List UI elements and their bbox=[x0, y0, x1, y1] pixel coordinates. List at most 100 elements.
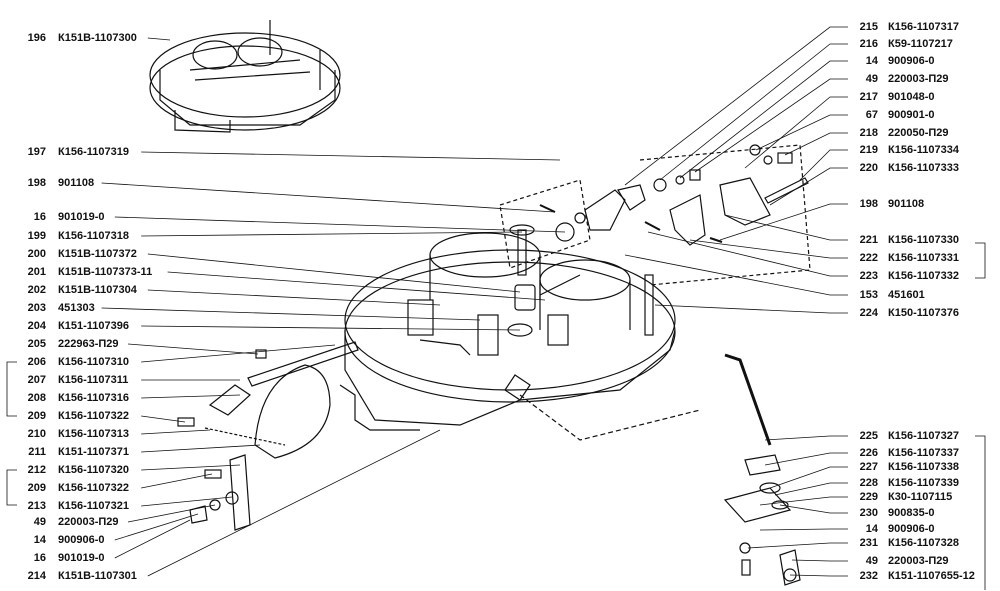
callout-part-code: 901108 bbox=[888, 198, 925, 210]
leader-line bbox=[127, 504, 216, 523]
callout-part-code: К156-1107339 bbox=[888, 477, 959, 489]
leader-line bbox=[114, 513, 199, 541]
leader-line bbox=[167, 271, 546, 301]
leader-line bbox=[694, 78, 848, 173]
callout-part-code: К156-1107337 bbox=[888, 447, 959, 459]
callout-number: 227 bbox=[859, 461, 878, 473]
callout-number: 14 bbox=[865, 523, 878, 535]
callout-part-code: 451601 bbox=[888, 289, 925, 301]
callout-part-code: 900906-0 bbox=[888, 523, 935, 535]
leader-line bbox=[774, 482, 848, 496]
leader-line bbox=[141, 429, 211, 435]
callout-number: 214 bbox=[27, 570, 46, 582]
callout-part-code: К156-1107334 bbox=[888, 144, 959, 156]
leader-line bbox=[769, 466, 848, 489]
callout-number: 198 bbox=[27, 177, 46, 189]
callout-number: 196 bbox=[27, 32, 46, 44]
leader-line bbox=[624, 254, 848, 296]
callout-part-code: К156-1107311 bbox=[58, 374, 129, 386]
leader-line bbox=[679, 60, 848, 179]
callout-number: 219 bbox=[859, 144, 878, 156]
callout-part-code: 220003-П29 bbox=[888, 73, 949, 85]
callout-part-code: К156-1107319 bbox=[58, 146, 129, 158]
leader-line bbox=[659, 43, 848, 181]
leader-line bbox=[791, 559, 848, 562]
callout-number: 153 bbox=[859, 289, 878, 301]
callout-part-code: 901048-0 bbox=[888, 91, 935, 103]
callout-number: 231 bbox=[859, 537, 878, 549]
leader-line bbox=[101, 182, 556, 213]
leader-line bbox=[789, 574, 848, 577]
leader-line bbox=[747, 542, 848, 549]
callout-number: 197 bbox=[27, 146, 46, 158]
callout-number: 220 bbox=[859, 162, 878, 174]
leader-line bbox=[101, 307, 481, 321]
callout-part-code: 220050-П29 bbox=[888, 127, 949, 139]
callout-number: 212 bbox=[27, 464, 46, 476]
callout-part-code: 900835-0 bbox=[888, 507, 935, 519]
callout-part-code: 901108 bbox=[58, 177, 95, 189]
callout-number: 229 bbox=[859, 491, 878, 503]
callout-part-code: К59-1107217 bbox=[888, 38, 953, 50]
leader-line bbox=[759, 496, 848, 506]
callout-number: 14 bbox=[865, 55, 878, 67]
callout-part-code: К156-1107322 bbox=[58, 482, 129, 494]
linkage-parts bbox=[499, 144, 811, 286]
leader-line bbox=[744, 96, 848, 169]
leader-line bbox=[114, 519, 191, 559]
callout-part-code: К156-1107313 bbox=[58, 428, 129, 440]
leader-line bbox=[779, 504, 848, 514]
callout-number: 204 bbox=[27, 320, 46, 332]
callout-number: 206 bbox=[27, 356, 46, 368]
carburetor-assembly-thumbnail bbox=[149, 20, 341, 133]
callout-part-code: К156-1107330 bbox=[888, 234, 959, 246]
throttle-assembly bbox=[177, 341, 359, 531]
leader-line bbox=[141, 415, 186, 423]
leader-line bbox=[147, 289, 441, 306]
callout-part-code: К151-1107655-12 bbox=[888, 570, 975, 582]
callout-number: 216 bbox=[859, 38, 878, 50]
callout-part-code: К151В-1107372 bbox=[58, 248, 137, 260]
callout-number: 217 bbox=[859, 91, 878, 103]
leader-line bbox=[764, 435, 848, 441]
leader-line bbox=[769, 167, 848, 206]
leader-line bbox=[755, 114, 848, 151]
callout-number: 198 bbox=[859, 198, 878, 210]
callout-number: 224 bbox=[859, 307, 878, 319]
callout-part-code: 901019-0 bbox=[58, 552, 105, 564]
callout-part-code: К151В-1107373-11 bbox=[58, 266, 153, 278]
callout-part-code: К150-1107376 bbox=[888, 307, 959, 319]
callout-part-code: К156-1107338 bbox=[888, 461, 959, 473]
leader-line bbox=[141, 325, 521, 331]
callout-part-code: 901019-0 bbox=[58, 211, 105, 223]
callout-part-code: К151-1107396 bbox=[58, 320, 129, 332]
callout-part-code: 220003-П29 bbox=[888, 555, 949, 567]
callout-number: 16 bbox=[33, 211, 46, 223]
callout-number: 225 bbox=[859, 430, 878, 442]
lever-group bbox=[519, 353, 801, 586]
callout-number: 230 bbox=[859, 507, 878, 519]
leader-line bbox=[147, 253, 521, 293]
callout-part-code: 900901-0 bbox=[888, 109, 935, 121]
callout-number: 203 bbox=[27, 302, 46, 314]
callout-part-code: К156-1107331 bbox=[888, 252, 959, 264]
callout-part-code: 220003-П29 bbox=[58, 516, 119, 528]
callout-part-code: К156-1107320 bbox=[58, 464, 129, 476]
leader-line bbox=[141, 473, 213, 489]
leader-line bbox=[141, 464, 241, 471]
callout-part-code: К156-1107322 bbox=[58, 410, 129, 422]
callout-part-code: 900906-0 bbox=[58, 534, 105, 546]
callout-number: 228 bbox=[859, 477, 878, 489]
leader-line bbox=[141, 496, 233, 507]
leader-line bbox=[147, 37, 171, 41]
callout-number: 210 bbox=[27, 428, 46, 440]
callout-number: 218 bbox=[859, 127, 878, 139]
callout-part-code: К156-1107327 bbox=[888, 430, 959, 442]
leader-line bbox=[114, 216, 566, 233]
callout-number: 215 bbox=[859, 21, 878, 33]
callout-number: 199 bbox=[27, 230, 46, 242]
callout-number: 211 bbox=[28, 446, 46, 458]
leader-line bbox=[647, 231, 848, 277]
